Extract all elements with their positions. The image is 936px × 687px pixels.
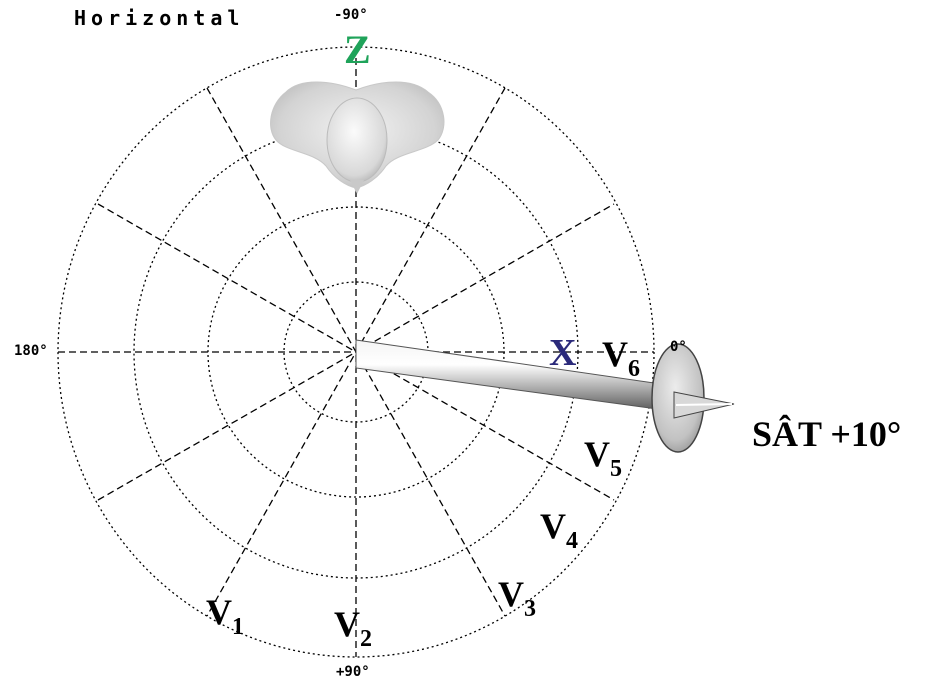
axis-result-label: SÂT +10°	[752, 414, 902, 454]
lead-letter: V	[602, 334, 628, 374]
torso-head	[326, 97, 388, 183]
torso-top-view	[270, 81, 445, 194]
lead-letter: V	[498, 574, 524, 614]
lead-label-v4: V4	[540, 508, 578, 553]
lead-letter: V	[334, 604, 360, 644]
degree-label-left: 180°	[14, 343, 48, 359]
lead-subscript: 1	[232, 614, 244, 640]
lead-letter: V	[540, 506, 566, 546]
lead-subscript: 2	[360, 626, 372, 652]
degree-label-bottom: +90°	[336, 664, 370, 680]
lead-subscript: 5	[610, 456, 622, 482]
torso-nose	[350, 180, 364, 194]
axis-arrow	[355, 339, 735, 453]
lead-letter: V	[206, 592, 232, 632]
x-marker: X	[549, 332, 577, 374]
lead-letter: V	[584, 434, 610, 474]
lead-label-v2: V2	[334, 606, 372, 651]
lead-subscript: 6	[628, 356, 640, 382]
plane-title: Horizontal	[74, 6, 245, 30]
degree-label-top: -90°	[334, 7, 368, 23]
lead-label-v1: V1	[206, 594, 244, 639]
lead-label-v5: V5	[584, 436, 622, 481]
degree-label-right: 0°	[670, 339, 687, 355]
lead-label-v3: V3	[498, 576, 536, 621]
lead-subscript: 4	[566, 528, 578, 554]
z-marker: Z	[344, 27, 371, 72]
lead-subscript: 3	[524, 596, 536, 622]
axis-tip-highlight	[675, 403, 733, 406]
lead-label-v6: V6	[602, 336, 640, 381]
